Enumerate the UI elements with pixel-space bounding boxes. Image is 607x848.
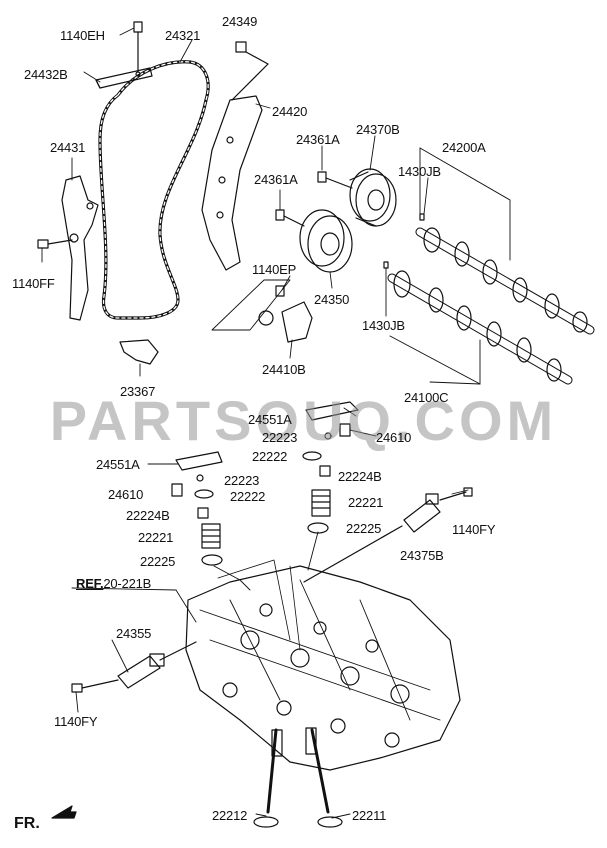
valvetrain-right [302, 401, 359, 534]
label-22221-left: 22221 [138, 530, 174, 545]
label-24200a: 24200A [442, 140, 486, 155]
label-1430jb-mid: 1430JB [362, 318, 405, 333]
tensioner-arm [61, 175, 99, 321]
label-24432b: 24432B [24, 67, 68, 82]
label-24321: 24321 [165, 28, 201, 43]
label-22224b-right: 22224B [338, 469, 382, 484]
label-22221-right: 22221 [348, 495, 384, 510]
hydraulic-tensioner [211, 279, 313, 343]
label-24349: 24349 [222, 14, 258, 29]
label-24420: 24420 [272, 104, 308, 119]
label-24431: 24431 [50, 140, 86, 155]
cylinder-head [185, 559, 461, 771]
label-22222-left: 22222 [230, 489, 266, 504]
timing-chain [98, 60, 210, 320]
dowel-pin-top [419, 213, 425, 221]
valvetrain-left [171, 451, 223, 566]
front-direction-arrow-icon [51, 805, 77, 819]
oil-control-valve-left [71, 641, 197, 693]
sprocket-bolt-top [317, 171, 353, 189]
label-1140fy-right: 1140FY [452, 522, 496, 537]
label-24551a-right: 24551A [248, 412, 292, 427]
label-24375b: 24375B [400, 548, 444, 563]
bolt-24349 [231, 41, 269, 101]
label-1140fy-left: 1140FY [54, 714, 98, 729]
label-22224b-left: 22224B [126, 508, 170, 523]
label-22223-right: 22223 [262, 430, 298, 445]
label-1140eh: 1140EH [60, 28, 105, 43]
reference-prefix: REF. [76, 576, 104, 591]
intake-valve [305, 727, 343, 828]
label-22225-right: 22225 [346, 521, 382, 536]
label-24100c: 24100C [404, 390, 449, 405]
chain-guide-right [201, 95, 263, 271]
label-24610-right: 24610 [376, 430, 412, 445]
label-1140ff: 1140FF [12, 276, 55, 291]
exhaust-camshaft [415, 227, 595, 335]
dowel-pin-mid [383, 261, 389, 269]
reference-label: REF.20-221B [76, 576, 151, 591]
bolt-1140eh [133, 21, 143, 73]
label-24610-left: 24610 [108, 487, 144, 502]
label-24551a-left: 24551A [96, 457, 140, 472]
label-22211: 22211 [352, 808, 387, 823]
label-24355: 24355 [116, 626, 152, 641]
reference-number: 20-221B [103, 576, 152, 591]
label-24370b: 24370B [356, 122, 400, 137]
exhaust-valve [253, 728, 283, 828]
label-22212: 22212 [212, 808, 248, 823]
bolt-1140ff [37, 239, 73, 249]
label-22225-left: 22225 [140, 554, 176, 569]
label-24350: 24350 [314, 292, 350, 307]
label-24410b: 24410B [262, 362, 306, 377]
leader-lines [41, 27, 511, 819]
front-label: FR. [14, 815, 40, 832]
intake-camshaft [387, 270, 573, 385]
label-23367: 23367 [120, 384, 156, 399]
label-22223-left: 22223 [224, 473, 260, 488]
label-1140ep: 1140EP [252, 262, 297, 277]
label-24361a-mid: 24361A [254, 172, 298, 187]
intake-cam-sprocket [299, 209, 353, 273]
exhaust-cam-sprocket [349, 168, 397, 227]
chain-guide-bottom [119, 339, 159, 365]
label-22222-right: 22222 [252, 449, 288, 464]
label-24361a-top: 24361A [296, 132, 340, 147]
oil-control-valve-right [303, 487, 473, 583]
label-1430jb-top: 1430JB [398, 164, 441, 179]
sprocket-bolt-mid [275, 209, 305, 227]
